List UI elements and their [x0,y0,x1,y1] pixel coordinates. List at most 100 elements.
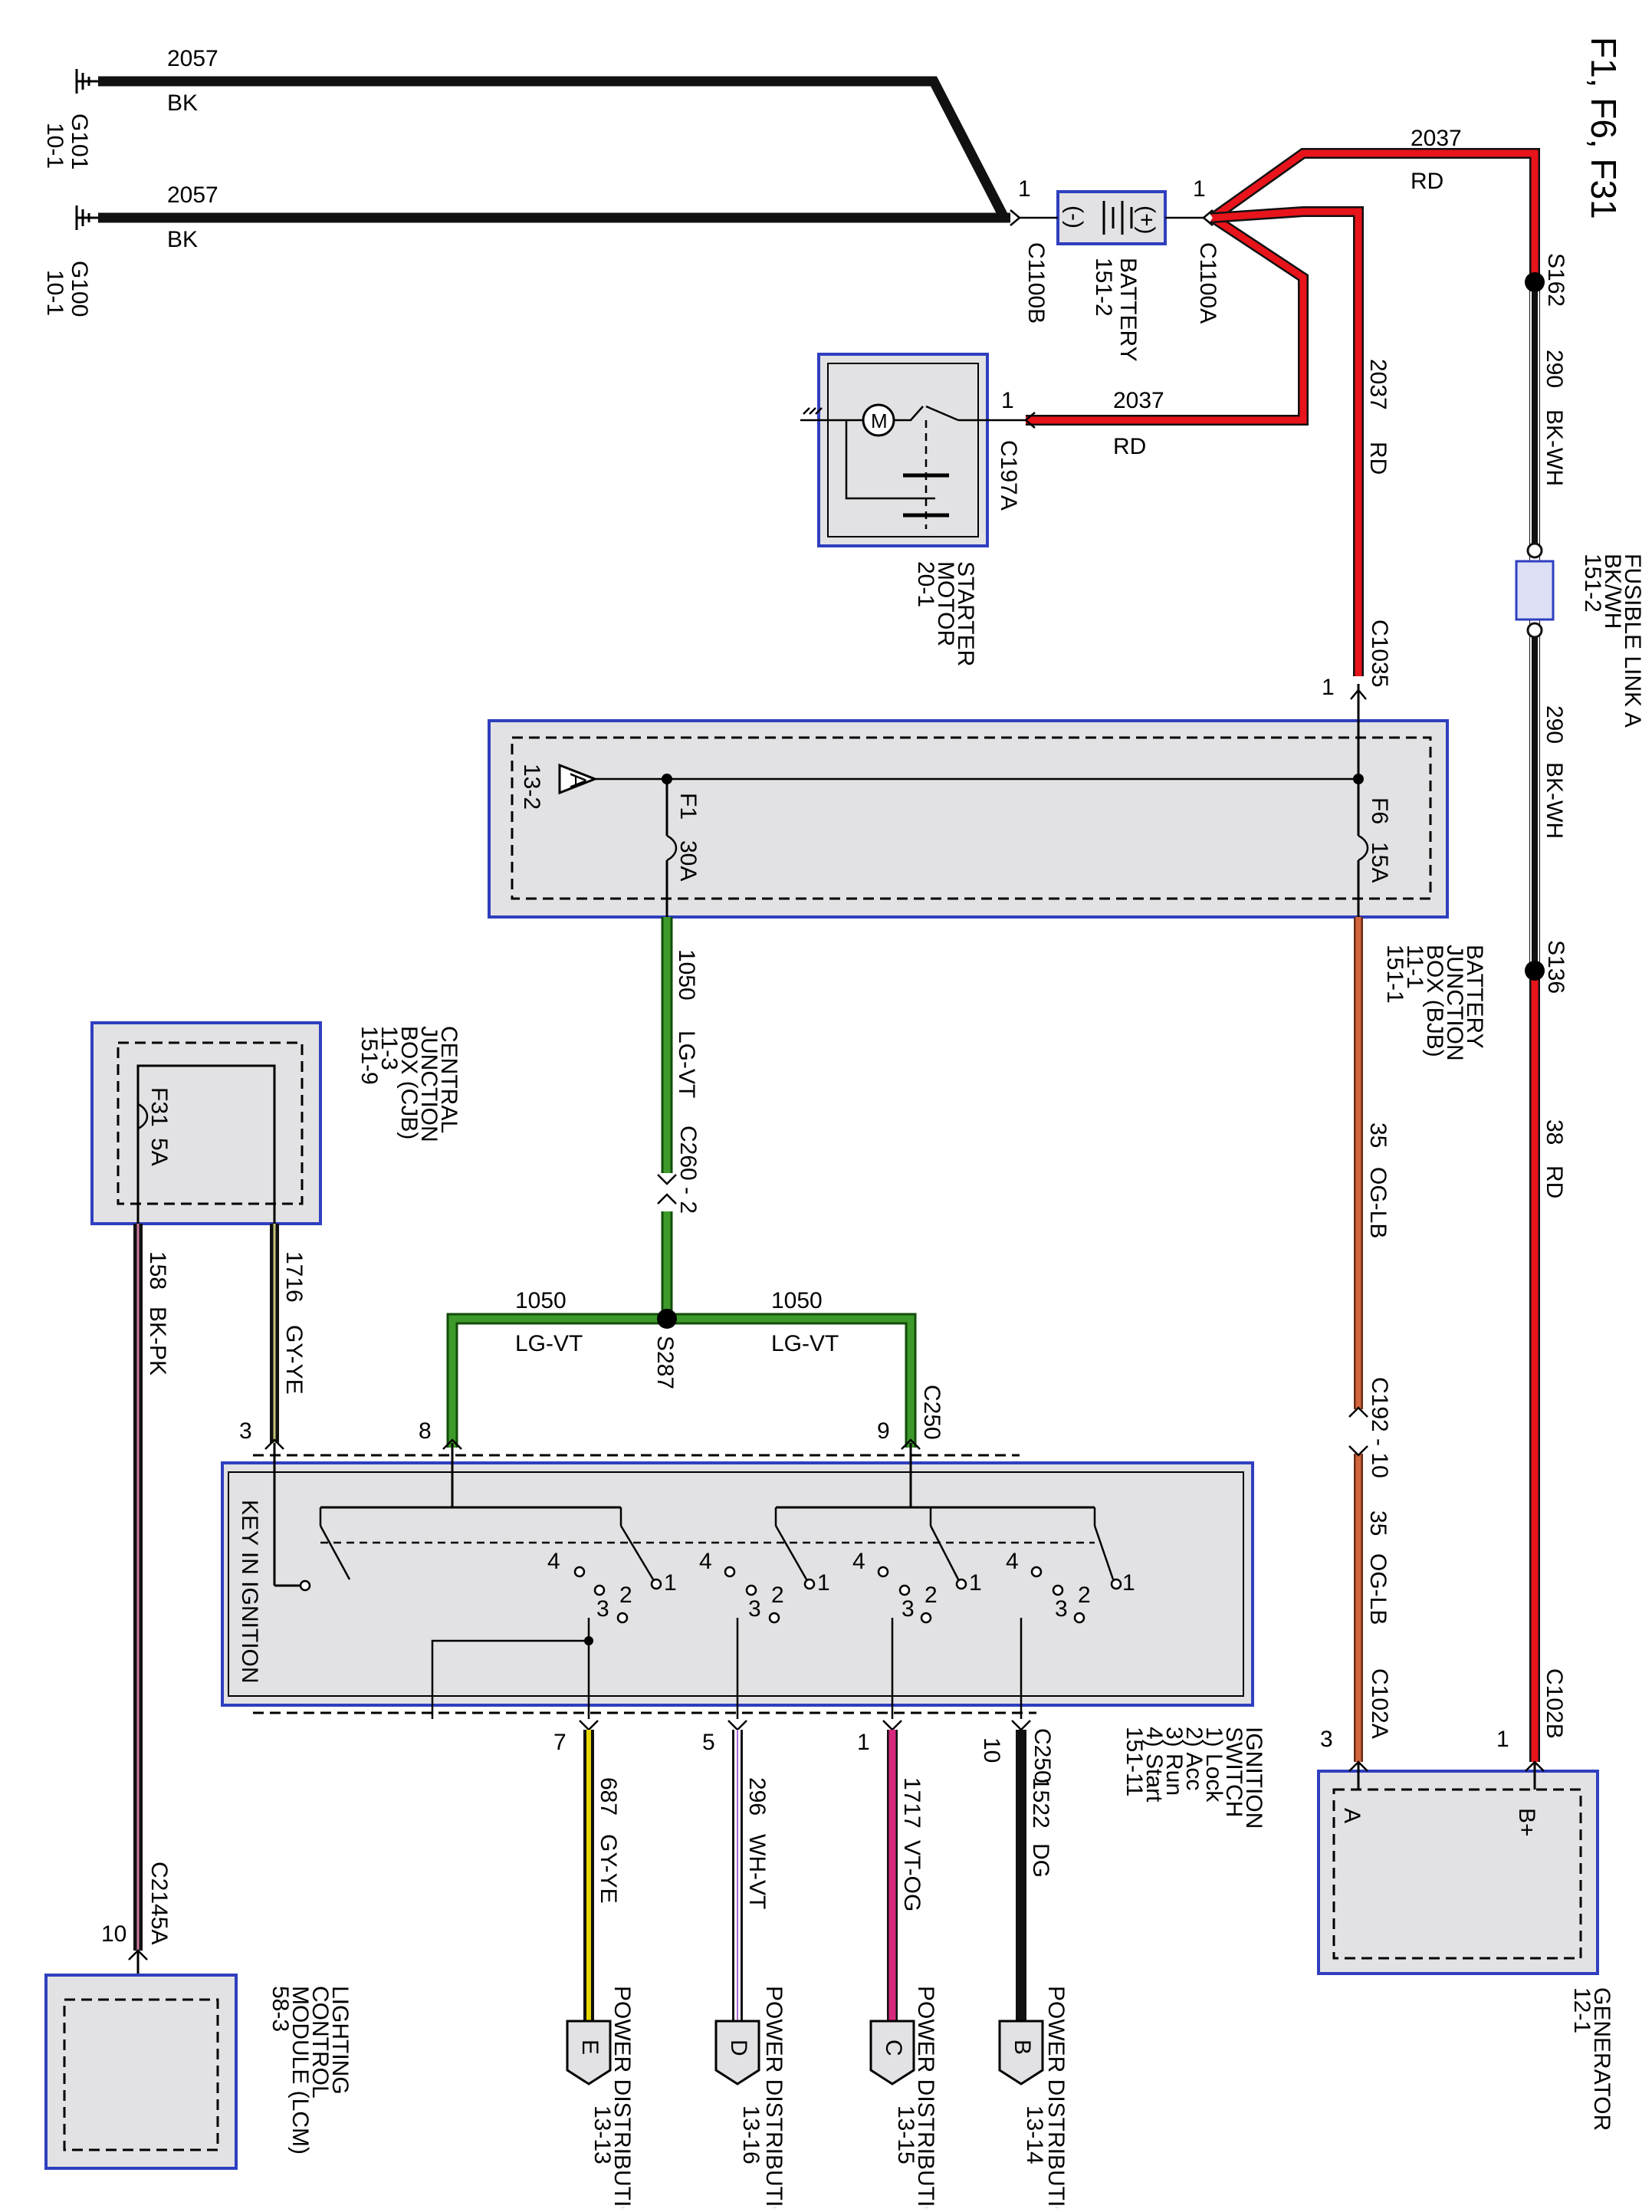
wire-35-upper-color: OG-LB [1365,1167,1391,1238]
svg-text:1: 1 [817,1570,830,1596]
fuse-f1-label: F1 [675,793,701,820]
wire-2037-bjb-circuit: 2037 [1365,359,1391,410]
splice-s136-label: S136 [1543,940,1568,994]
ign-pos-1: 1) Lock [1201,1727,1227,1803]
svg-text:1: 1 [1122,1570,1135,1596]
wire-1716-circuit: 1716 [281,1251,307,1303]
cjb-ref-1: 11-3 [376,1026,402,1070]
g101-ref: 10-1 [42,123,67,169]
cjb-fuse: F31 [146,1087,172,1127]
pd-e-label: POWER DISTRIBUTION [609,1986,635,2208]
bjb-ref-2: 151-1 [1382,945,1407,1004]
ign-in-pin-3: 3 [239,1418,252,1444]
pd-b-label: POWER DISTRIBUTION [1043,1986,1069,2208]
starter-connector: C197A [996,440,1021,511]
generator [1317,1760,1599,1975]
motor-m: M [871,409,888,432]
wire-290-upper-circuit: 290 [1542,350,1567,388]
svg-text:D: D [726,2039,751,2056]
wire-2037-red [1026,148,1540,1762]
ignition-switch [221,1438,1254,1731]
battery-junction-box [488,684,1449,919]
battery-neg-pin: 1 [1018,176,1031,202]
wire-2057-upper-color: BK [167,90,198,116]
svg-text:B: B [1010,2039,1035,2055]
pd-b-ref: 13-14 [1022,2105,1047,2164]
pd-c-ref: 13-15 [893,2105,918,2164]
ign-key-label: KEY IN IGNITION [237,1500,262,1684]
wire-1050-left-color: LG-VT [515,1331,583,1356]
wire-687-color: GY-YE [596,1834,621,1904]
wire-35-lower-circuit: 35 [1365,1510,1391,1536]
ground-g100: G100 10-1 [42,205,98,317]
wire-296-circuit: 296 [744,1777,770,1816]
lcm-name-2: CONTROL [307,1986,333,2099]
svg-text:1: 1 [969,1570,982,1596]
lcm-name-3: MODULE (LCM) [287,1986,313,2154]
wire-290-lower-color: BK-WH [1542,762,1567,839]
svg-text:4: 4 [852,1549,865,1574]
pd-d-ref: 13-16 [738,2105,764,2164]
svg-text:C: C [881,2039,906,2056]
splice-s287 [657,1309,677,1329]
generator-pin-a-num: 3 [1320,1727,1333,1752]
svg-text:2: 2 [619,1583,632,1608]
lcm-connector: C2145A [146,1862,172,1944]
splice-s162-label: S162 [1543,253,1568,307]
svg-text:2: 2 [771,1583,784,1608]
svg-text:3: 3 [902,1596,915,1622]
contact-numbers: 4 3 2 1 4 3 2 1 4 3 2 1 4 3 2 1 [547,1549,1135,1622]
ign-title: IGNITION [1241,1727,1266,1829]
wire-158-circuit: 158 [145,1251,170,1290]
wire-38-circuit: 38 [1542,1119,1567,1145]
cjb-fuse-amps: 5A [146,1138,172,1166]
battery: (-) (+) [1010,190,1214,245]
wire-1522-color: DG [1028,1843,1053,1878]
generator-pin-b-num: 1 [1496,1727,1509,1752]
bjb-bus-ref: 13-2 [519,764,544,810]
starter-ref: 20-1 [913,561,938,607]
ign-pos-3: 3) Run [1161,1727,1187,1796]
ground-g101: G101 10-1 [42,69,98,169]
cjb-ref-2: 151-9 [356,1026,382,1085]
fusible-link-color: BK/WH [1600,554,1625,629]
starter-label-2: MOTOR [933,561,958,646]
wire-2037-starter-color: RD [1113,434,1146,459]
lcm-name-1: LIGHTING [327,1986,353,2095]
wire-2057-upper-circuit: 2057 [167,46,218,71]
pd-tag-d: D [714,2020,760,2085]
splice-s162 [1525,272,1545,292]
bjb-name-1: BATTERY [1462,945,1487,1049]
starter-motor: M [800,353,1036,547]
ign-pos-4: 4) Start [1141,1727,1167,1803]
battery-pos-connector: C1100A [1195,242,1220,324]
pd-d-label: POWER DISTRIBUTION [761,1986,787,2208]
starter-pin: 1 [1001,388,1014,413]
lcm-ref: 58-3 [268,1986,293,2032]
fusible-link-label: FUSIBLE LINK A [1620,554,1645,728]
wire-2037-starter-circuit: 2037 [1113,388,1164,413]
ign-conn-top: C250 [919,1385,944,1440]
svg-text:2: 2 [925,1583,938,1608]
battery-ref: 151-2 [1091,258,1116,317]
lcm-pin: 10 [101,1921,126,1947]
battery-label: BATTERY [1115,258,1141,362]
wire-1522-circuit: 1522 [1028,1777,1053,1829]
generator-pin-a: A [1339,1808,1365,1823]
page-title: F1, F6, F31 [1584,37,1624,219]
generator-connector-b: C102B [1542,1668,1567,1739]
ign-out-pin-7: 7 [553,1730,567,1755]
pd-tag-e: E [566,2020,612,2085]
g100-ref: 10-1 [42,270,67,316]
wire-1050-right-color: LG-VT [771,1331,839,1356]
central-junction-box [90,1021,322,1225]
splice-s136 [1525,961,1545,981]
wire-290-upper-color: BK-WH [1542,409,1567,486]
lighting-control-module [44,1949,238,2170]
pd-e-ref: 13-13 [590,2105,615,2164]
wire-158-color: BK-PK [145,1306,170,1376]
cjb-name-1: CENTRAL [436,1026,461,1133]
bjb-pin: 1 [1322,675,1335,700]
ign-title-2: SWITCH [1221,1727,1246,1817]
